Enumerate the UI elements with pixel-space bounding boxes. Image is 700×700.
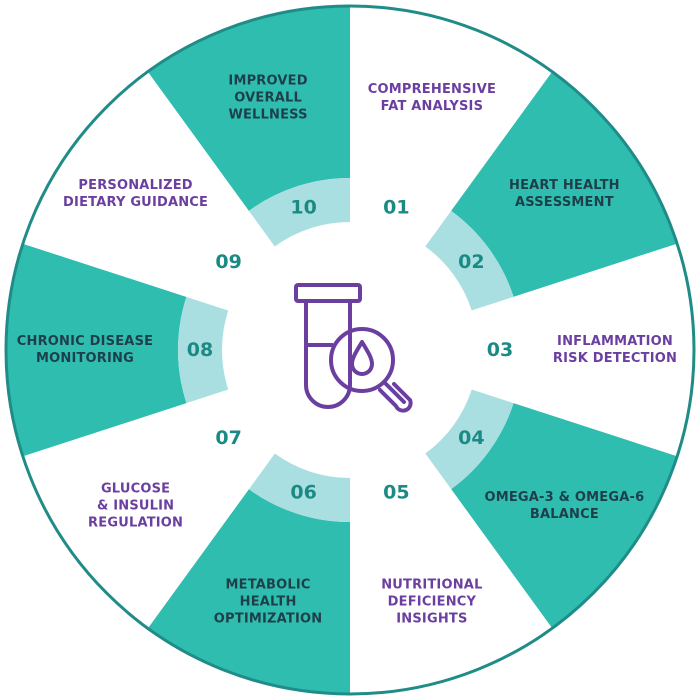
segment-number-01: 01 [383, 196, 409, 218]
segment-label-line: HEART HEALTH [509, 178, 620, 193]
segment-label-line: DIETARY GUIDANCE [63, 195, 208, 210]
segment-02 [451, 58, 693, 297]
segment-number-08: 08 [187, 339, 213, 361]
segment-08 [6, 238, 187, 462]
segment-number-02: 02 [458, 251, 484, 273]
segment-band-03 [471, 296, 522, 404]
segment-label-line: INFLAMMATION [557, 334, 673, 349]
segment-label-03: INFLAMMATION RISK DETECTION [553, 334, 677, 366]
segment-label-line: COMPREHENSIVE [368, 82, 496, 97]
segment-label-line: OMEGA-3 & OMEGA-6 [484, 490, 644, 505]
segment-label-02: HEART HEALTH ASSESSMENT [509, 178, 620, 210]
segment-03 [513, 238, 694, 462]
segment-label-line: RISK DETECTION [553, 351, 677, 366]
segment-label-line: PERSONALIZED [78, 178, 192, 193]
segment-band-04 [425, 389, 514, 490]
segment-label-line: METABOLIC [226, 578, 311, 593]
segment-label-line: IMPROVED [228, 74, 307, 89]
segment-07 [7, 403, 249, 642]
segment-band-09 [186, 210, 275, 311]
segment-label-line: & INSULIN [97, 498, 174, 513]
segment-band-02 [425, 210, 514, 311]
segment-band-06 [248, 453, 350, 522]
labels-layer: 01 COMPREHENSIVE FAT ANALYSIS 02 HEART HEALT… [17, 74, 677, 627]
segment-label-07: GLUCOSE & INSULIN REGULATION [88, 481, 183, 530]
segment-label-line: ASSESSMENT [515, 195, 614, 210]
segment-label-line: OVERALL [234, 91, 302, 106]
segment-09 [7, 58, 249, 297]
segment-number-07: 07 [215, 427, 241, 449]
segment-label-08: CHRONIC DISEASE MONITORING [17, 334, 153, 366]
segment-label-line: GLUCOSE [101, 481, 170, 496]
segment-label-line: INSIGHTS [396, 612, 467, 627]
segment-04 [451, 403, 693, 642]
segment-number-04: 04 [458, 427, 484, 449]
segment-number-10: 10 [290, 196, 316, 218]
segment-label-line: OPTIMIZATION [214, 612, 323, 627]
segment-number-06: 06 [290, 482, 316, 504]
segment-label-line: BALANCE [530, 507, 599, 522]
segment-band-05 [350, 453, 452, 522]
segment-label-05: NUTRITIONAL DEFICIENCY INSIGHTS [381, 578, 482, 627]
test-tube-magnifier-drop-icon [294, 283, 413, 413]
outer-ring [4, 4, 696, 696]
segment-label-line: DEFICIENCY [388, 595, 477, 610]
segment-label-10: IMPROVED OVERALL WELLNESS [228, 74, 307, 123]
segment-number-03: 03 [487, 339, 513, 361]
segment-band-08 [178, 296, 229, 404]
segment-band-10 [248, 178, 350, 247]
segment-label-line: REGULATION [88, 515, 183, 530]
segment-label-line: MONITORING [36, 351, 134, 366]
segment-label-line: WELLNESS [228, 108, 307, 123]
segment-label-09: PERSONALIZED DIETARY GUIDANCE [63, 178, 208, 210]
segment-band-07 [186, 389, 275, 490]
segment-label-line: HEALTH [240, 595, 297, 610]
segment-label-line: FAT ANALYSIS [381, 99, 483, 114]
segment-band-01 [350, 178, 452, 247]
segment-label-line: NUTRITIONAL [381, 578, 482, 593]
segment-number-05: 05 [383, 482, 409, 504]
segment-label-01: COMPREHENSIVE FAT ANALYSIS [368, 82, 496, 114]
segment-number-09: 09 [215, 251, 241, 273]
segment-label-line: CHRONIC DISEASE [17, 334, 153, 349]
segment-label-06: METABOLIC HEALTH OPTIMIZATION [214, 578, 323, 627]
